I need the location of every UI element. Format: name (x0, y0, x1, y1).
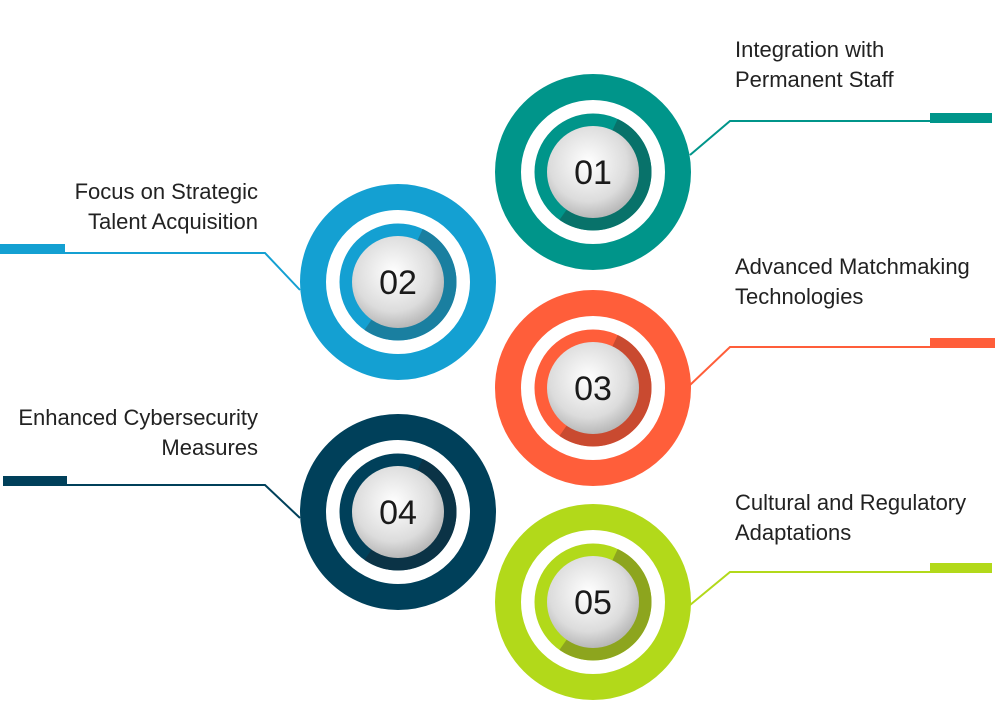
inner-ring-accent-05 (559, 548, 652, 661)
number-04: 04 (379, 494, 417, 532)
outer-ring-02 (300, 184, 496, 380)
number-disc-02 (352, 236, 444, 328)
outer-ring-04 (300, 414, 496, 610)
label-05: Cultural and Regulatory Adaptations (735, 488, 966, 548)
connector-bar-04 (3, 476, 67, 486)
label-01-line2: Permanent Staff (735, 67, 894, 92)
label-02-line1: Focus on Strategic (74, 179, 258, 204)
connector-line-01 (689, 120, 930, 156)
inner-ring-accent-04 (364, 458, 457, 571)
label-01: Integration with Permanent Staff (735, 35, 894, 95)
number-disc-04 (352, 466, 444, 558)
number-05: 05 (574, 584, 612, 622)
connector-line-05 (689, 571, 930, 606)
label-02-line2: Talent Acquisition (88, 209, 258, 234)
connector-bar-01 (930, 113, 992, 123)
connector-bar-02 (0, 244, 65, 254)
connector-line-03 (689, 346, 930, 386)
number-disc-03 (547, 342, 639, 434)
label-02: Focus on Strategic Talent Acquisition (75, 177, 258, 237)
label-04-line1: Enhanced Cybersecurity (18, 405, 258, 430)
label-03-line1: Advanced Matchmaking (735, 254, 970, 279)
label-04-line2: Measures (161, 435, 258, 460)
label-01-line1: Integration with (735, 37, 885, 62)
outer-ring-01 (495, 74, 691, 270)
inner-ring-accent-03 (559, 334, 652, 447)
number-03: 03 (574, 370, 612, 408)
outer-ring-03 (495, 290, 691, 486)
connector-bar-05 (930, 563, 992, 573)
number-01: 01 (574, 154, 612, 192)
label-05-line1: Cultural and Regulatory (735, 490, 967, 515)
connector-line-02 (0, 252, 301, 291)
number-02: 02 (379, 264, 417, 302)
label-05-line2: Adaptations (735, 520, 852, 545)
inner-ring-accent-02 (364, 228, 457, 341)
number-disc-05 (547, 556, 639, 648)
label-03: Advanced Matchmaking Technologies (735, 252, 970, 312)
label-03-line2: Technologies (735, 284, 864, 309)
connector-line-04 (5, 484, 301, 519)
connector-bar-03 (930, 338, 995, 348)
number-disc-01 (547, 126, 639, 218)
outer-ring-05 (495, 504, 691, 700)
label-04: Enhanced Cybersecurity Measures (18, 403, 258, 463)
inner-ring-accent-01 (559, 118, 652, 231)
